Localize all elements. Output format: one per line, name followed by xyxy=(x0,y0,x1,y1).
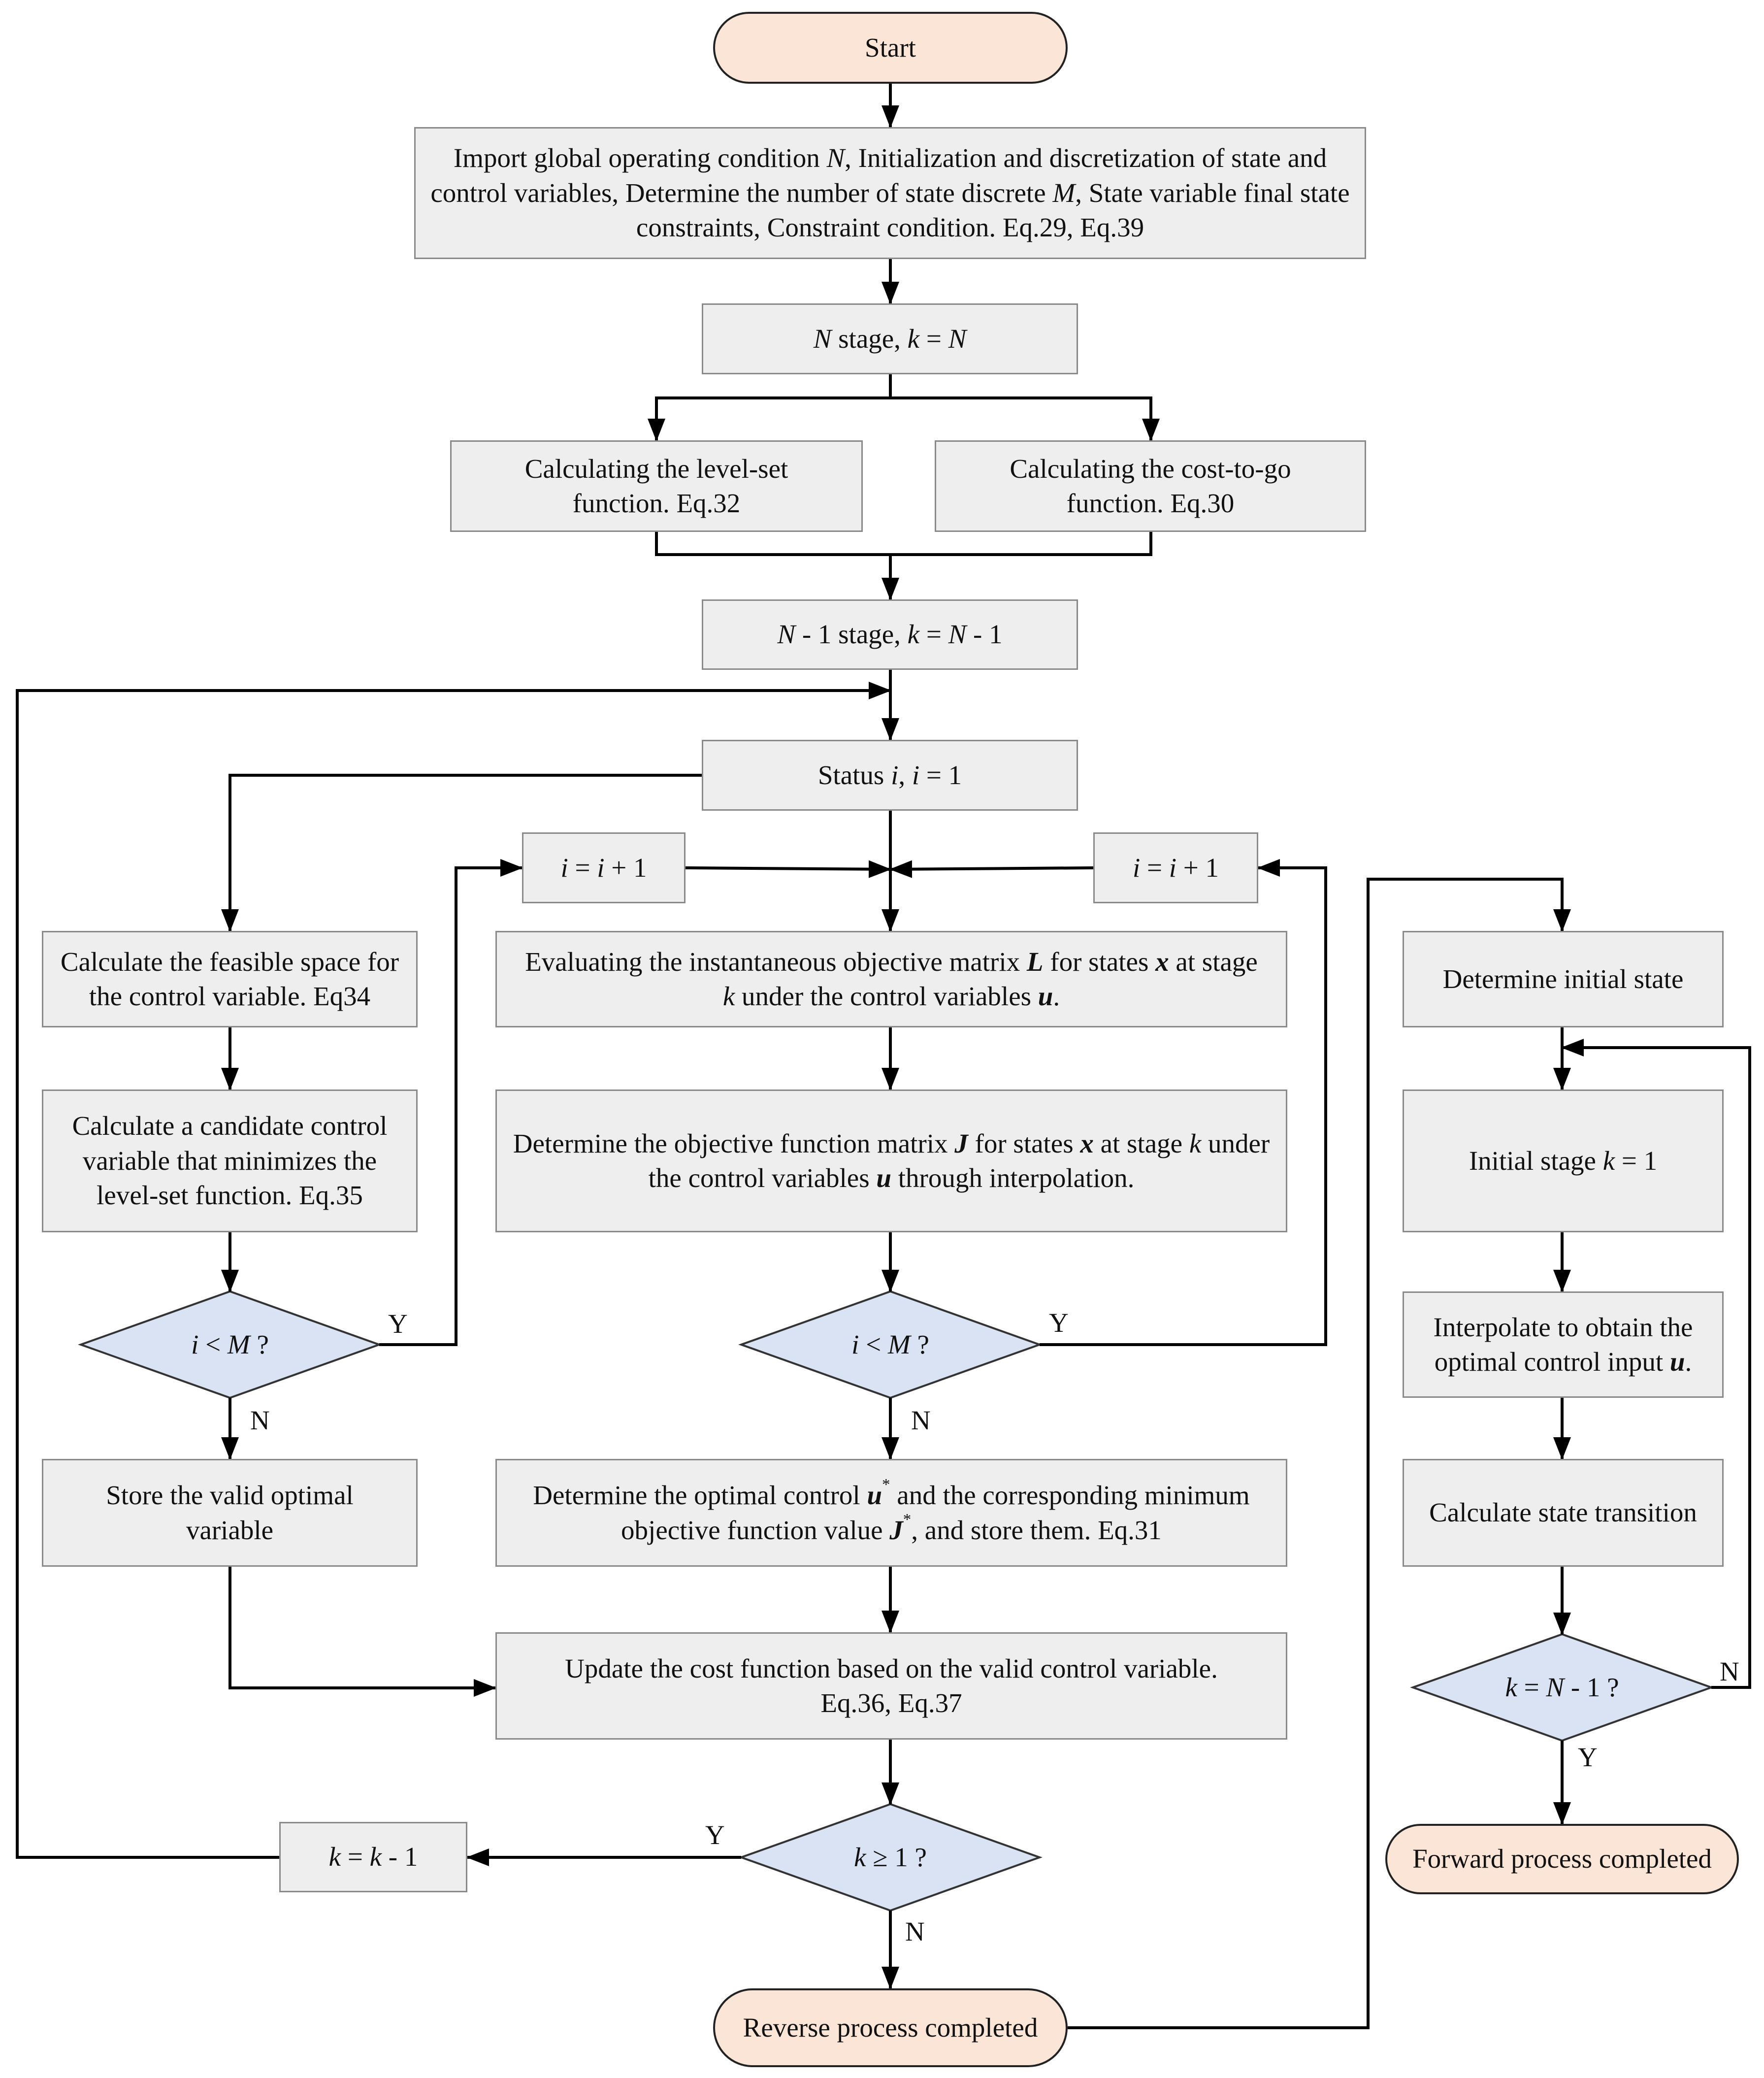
decision-middle-label: i < M ? xyxy=(851,1329,929,1359)
reverse-done-label: Reverse process completed xyxy=(743,2012,1038,2043)
arrow-stage-n-to-cost-to-go xyxy=(890,396,1160,441)
objective-box: Determine the objective function matrix … xyxy=(495,1089,1287,1232)
arrow-reverse-to-init-state xyxy=(1068,878,1571,2029)
evaluate-text: Evaluating the instantaneous objective m… xyxy=(525,946,1258,1011)
arrow-stage-n-to-level-set xyxy=(648,374,892,441)
level-set-box: Calculating the level-set function. Eq.3… xyxy=(450,440,863,532)
arrow-decision-mid-yes-to-inc xyxy=(1040,859,1327,1346)
arrow-merge-to-stage-n1 xyxy=(655,532,1152,599)
arrow-decision-final-no-loop xyxy=(1561,1039,1751,1689)
increment-i-right-box: i = i + 1 xyxy=(1093,832,1258,903)
label-y-k: Y xyxy=(705,1820,725,1850)
import-text: Import global operating condition N, Ini… xyxy=(430,143,1350,243)
arrow-inc-left-to-spine xyxy=(685,860,891,878)
increment-i-left-text: i = i + 1 xyxy=(560,852,647,883)
initial-stage-box: Initial stage k = 1 xyxy=(1403,1089,1724,1232)
label-n-final: N xyxy=(1720,1656,1739,1686)
arrow-dec-loop-back xyxy=(16,682,891,1859)
stage-n-box: N stage, k = N xyxy=(702,303,1078,374)
increment-i-right-text: i = i + 1 xyxy=(1132,852,1219,883)
state-transition-box: Calculate state transition xyxy=(1403,1459,1724,1567)
status-box: Status i, i = 1 xyxy=(702,740,1078,811)
decision-final-label: k = N - 1 ? xyxy=(1505,1672,1619,1702)
stage-n1-box: N - 1 stage, k = N - 1 xyxy=(702,599,1078,670)
label-y-middle: Y xyxy=(1049,1308,1069,1338)
arrow-store-to-update xyxy=(229,1567,496,1697)
label-n-middle: N xyxy=(911,1405,931,1435)
objective-text: Determine the objective function matrix … xyxy=(513,1128,1270,1193)
initial-state-box: Determine initial state xyxy=(1403,931,1724,1027)
label-y-final: Y xyxy=(1578,1742,1598,1772)
interpolate-text: Interpolate to obtain the optimal contro… xyxy=(1433,1312,1693,1377)
cost-to-go-box: Calculating the cost-to-go function. Eq.… xyxy=(935,440,1366,532)
candidate-control-text: Calculate a candidate control variable t… xyxy=(72,1111,388,1211)
update-cost-box: Update the cost function based on the va… xyxy=(495,1632,1287,1740)
decrement-k-text: k = k - 1 xyxy=(328,1842,418,1872)
label-n-k: N xyxy=(905,1916,925,1946)
forward-process-completed-terminal: Forward process completed xyxy=(1385,1824,1739,1894)
initial-stage-text: Initial stage k = 1 xyxy=(1469,1145,1658,1176)
stage-n1-text: N - 1 stage, k = N - 1 xyxy=(777,619,1003,650)
import-box: Import global operating condition N, Ini… xyxy=(414,127,1366,259)
start-terminal: Start xyxy=(713,12,1068,84)
label-y-left: Y xyxy=(388,1309,408,1339)
start-label: Start xyxy=(865,32,916,63)
decision-left-label: i < M ? xyxy=(191,1329,269,1359)
evaluate-box: Evaluating the instantaneous objective m… xyxy=(495,931,1287,1027)
feasible-space-text: Calculate the feasible space for the con… xyxy=(60,946,399,1011)
arrow-status-to-feasible xyxy=(221,774,702,932)
cost-to-go-text: Calculating the cost-to-go function. Eq.… xyxy=(1010,453,1291,518)
level-set-text: Calculating the level-set function. Eq.3… xyxy=(524,453,788,518)
optimal-control-text: Determine the optimal control u* and the… xyxy=(533,1476,1250,1545)
reverse-process-completed-terminal: Reverse process completed xyxy=(713,1988,1068,2067)
interpolate-box: Interpolate to obtain the optimal contro… xyxy=(1403,1291,1724,1398)
status-text: Status i, i = 1 xyxy=(817,759,962,790)
increment-i-left-box: i = i + 1 xyxy=(522,832,686,903)
state-transition-text: Calculate state transition xyxy=(1429,1497,1697,1528)
feasible-space-box: Calculate the feasible space for the con… xyxy=(42,931,418,1027)
initial-state-text: Determine initial state xyxy=(1442,963,1684,994)
forward-done-label: Forward process completed xyxy=(1412,1844,1712,1874)
optimal-control-box: Determine the optimal control u* and the… xyxy=(495,1459,1287,1567)
store-valid-box: Store the valid optimal variable xyxy=(42,1459,418,1567)
candidate-control-box: Calculate a candidate control variable t… xyxy=(42,1089,418,1232)
stage-n-text: N stage, k = N xyxy=(813,323,967,354)
label-n-left: N xyxy=(250,1405,270,1435)
arrow-decision-left-yes-to-inc xyxy=(379,859,523,1346)
update-cost-text: Update the cost function based on the va… xyxy=(565,1653,1218,1718)
decrement-k-box: k = k - 1 xyxy=(279,1822,467,1892)
store-valid-text: Store the valid optimal variable xyxy=(106,1480,354,1545)
decision-k-label: k ≥ 1 ? xyxy=(854,1842,927,1872)
arrow-inc-right-to-spine xyxy=(889,860,1094,878)
